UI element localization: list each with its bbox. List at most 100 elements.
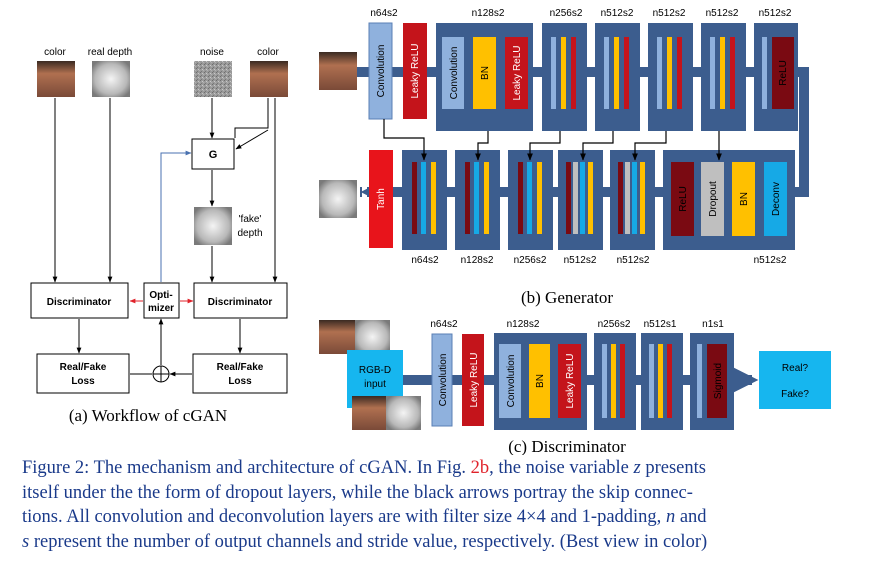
caption-line4-b: represent the number of output channels … (29, 531, 708, 552)
generator-bottom-labels: n64s2 n128s2 n256s2 n512s2 n512s2 n512s2 (411, 255, 786, 266)
noise-image (194, 61, 232, 97)
discriminator-box-left (30, 282, 129, 319)
disc-block2-leaky-label: Leaky ReLU (565, 353, 576, 408)
loss-box-right (192, 353, 288, 394)
disc-label: n128s2 (507, 319, 540, 330)
gen-dec-block-4 (558, 150, 603, 250)
disc-conv-1-label: Convolution (438, 354, 449, 407)
generator-box-label: G (209, 149, 218, 161)
noise-label: noise (200, 47, 224, 58)
loss-box-left (36, 353, 130, 394)
gen-dec6-dropout (701, 162, 724, 236)
gen-dec6-relu (671, 162, 694, 236)
gen-top-label: n256s2 (550, 8, 583, 19)
gen-enc-block-4 (595, 23, 640, 131)
caption-figure-ref[interactable]: 2b (470, 458, 490, 478)
workflow-caption: (a) Workflow of cGAN (69, 406, 227, 425)
optimizer-label-2: mizer (148, 303, 174, 314)
loss-label-right-2: Loss (228, 376, 252, 387)
gen-dec6-dropout-label: Dropout (708, 181, 719, 217)
discriminator-label-left: Discriminator (47, 297, 112, 308)
discriminator-box-right (193, 282, 288, 319)
disc-label: n64s2 (430, 319, 458, 330)
disc-sigmoid-label: Sigmoid (713, 363, 724, 399)
gen-dec6-deconv (764, 162, 787, 236)
cgan-figure: color real depth noise color G 'fake' de… (30, 8, 831, 455)
gen-bottom-label: n64s2 (411, 255, 439, 266)
caption-line1-b: , the noise variable (489, 458, 634, 478)
figure-caption: Figure 2: The mechanism and architecture… (22, 456, 862, 554)
caption-var-z: z (633, 458, 641, 478)
sum-node (152, 365, 170, 383)
disc-block-3 (594, 333, 636, 430)
color-label-left: color (44, 47, 66, 58)
disc-block2-bn-label: BN (535, 374, 546, 388)
fake-depth-label-2: depth (237, 228, 262, 239)
generator-panel: n64s2 n128s2 n256s2 n512s2 n512s2 n512s2… (319, 8, 809, 307)
caption-line1-c: presents (640, 458, 706, 478)
disc-input-depth-image (355, 320, 390, 354)
disc-block2-conv-label: Convolution (506, 355, 517, 408)
gen-enc-leaky (403, 23, 427, 119)
color-label-right: color (257, 47, 279, 58)
disc-input-color-image (319, 320, 357, 354)
gen-top-label: n128s2 (472, 8, 505, 19)
gen-output-image (319, 180, 357, 218)
gen-bottom-label: n256s2 (514, 255, 547, 266)
gen-enc-leaky-label: Leaky ReLU (410, 43, 421, 98)
disc-input-depth-image-2 (386, 396, 421, 430)
disc-label: n512s1 (644, 319, 677, 330)
color-image-right (250, 61, 288, 97)
caption-var-n: n (665, 507, 676, 528)
disc-block2-leaky (558, 344, 581, 418)
gen-enc-block-5 (648, 23, 693, 131)
caption-line3-b: and (675, 507, 707, 528)
gen-enc-block-3 (542, 23, 587, 131)
fake-depth-label-1: 'fake' (239, 214, 262, 225)
disc-block-5: Sigmoid (690, 333, 734, 430)
loss-label-left-2: Loss (71, 376, 95, 387)
gen-dec6-bn-label: BN (739, 192, 750, 206)
gen-top-label: n512s2 (601, 8, 634, 19)
gen-enc2-bn-label: BN (480, 66, 491, 80)
disc-input-label-2: input (364, 379, 386, 390)
caption-line1-a: Figure 2: The mechanism and architecture… (22, 458, 471, 478)
gen-top-label: n512s2 (706, 8, 739, 19)
gen-dec6-relu-label: ReLU (678, 186, 689, 212)
loss-label-left-1: Real/Fake (60, 362, 107, 373)
gen-bottom-label: n128s2 (461, 255, 494, 266)
generator-caption: (b) Generator (521, 288, 613, 307)
disc-label: n1s1 (702, 319, 724, 330)
gen-enc-block-7: ReLU (754, 23, 798, 131)
disc-output-real: Real? (782, 363, 809, 374)
gen-dec-block-1 (402, 150, 447, 250)
discriminator-caption: (c) Discriminator (508, 437, 626, 455)
gen-enc-conv-label: Convolution (376, 45, 387, 98)
optimizer-label-1: Opti- (149, 290, 172, 301)
disc-block2-bn (529, 344, 550, 418)
gen-bottom-label: n512s2 (754, 255, 787, 266)
generator-top-labels: n64s2 n128s2 n256s2 n512s2 n512s2 n512s2… (370, 8, 791, 19)
gen-enc2-bn (473, 37, 496, 109)
gen-top-label: n512s2 (759, 8, 792, 19)
disc-block-4 (641, 333, 683, 430)
disc-output-box (759, 351, 831, 409)
gen-enc7-relu-label: ReLU (778, 60, 789, 86)
real-depth-label: real depth (88, 47, 132, 58)
caption-line2: itself under the the form of dropout lay… (22, 482, 693, 503)
gen-top-label: n64s2 (370, 8, 398, 19)
gen-bottom-label: n512s2 (564, 255, 597, 266)
discriminator-net-panel: n64s2 n128s2 n256s2 n512s1 n1s1 RGB-D in… (319, 319, 831, 455)
workflow-arrows (52, 98, 278, 377)
caption-var-s: s (22, 531, 30, 552)
gen-bottom-label: n512s2 (617, 255, 650, 266)
disc-input-label-1: RGB-D (359, 365, 391, 376)
disc-block2-conv (499, 344, 521, 418)
gen-tanh (369, 150, 393, 248)
gen-enc2-leaky-label: Leaky ReLU (512, 45, 523, 100)
discriminator-label-right: Discriminator (208, 297, 273, 308)
gen-dec6-bn (732, 162, 755, 236)
gen-top-label: n512s2 (653, 8, 686, 19)
optimizer-box (143, 282, 180, 319)
disc-leaky-1 (462, 334, 484, 426)
